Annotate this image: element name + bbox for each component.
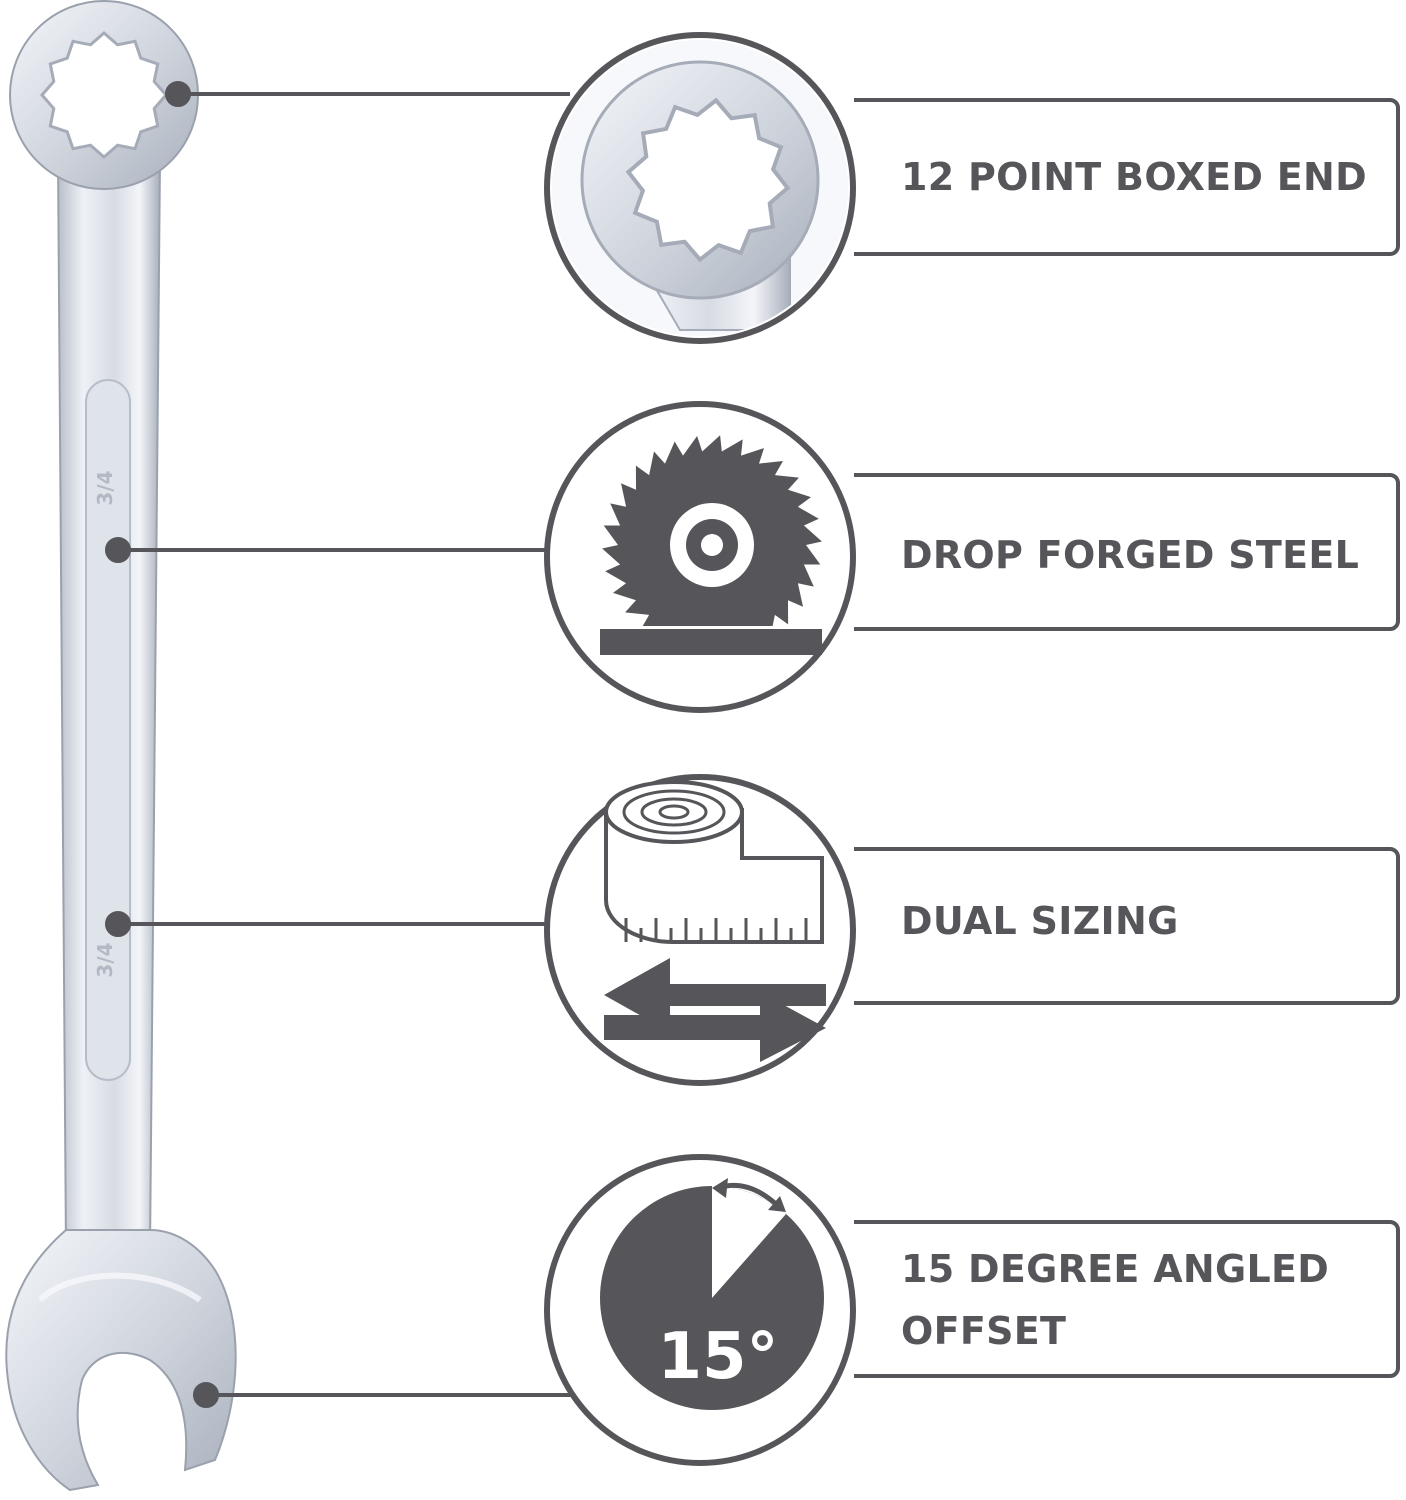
- connector-lines: [105, 81, 590, 1408]
- feature-label-angled-offset: 15 DEGREE ANGLED OFFSET: [901, 1238, 1371, 1362]
- feature-label-dual-sizing: DUAL SIZING: [901, 890, 1371, 952]
- combination-wrench: [5, 0, 237, 1492]
- label-boxes: [854, 98, 1400, 1378]
- feature-label-line: 12 POINT BOXED END: [901, 155, 1368, 199]
- feature-label-line: OFFSET: [901, 1309, 1067, 1353]
- saw-blade-icon: [600, 435, 822, 655]
- wrench-size-marking-bottom: 3/4: [93, 942, 117, 977]
- wrench-size-marking-top: 3/4: [93, 470, 117, 505]
- feature-label-drop-forged: DROP FORGED STEEL: [901, 524, 1371, 586]
- boxed-end-closeup-icon: [552, 40, 848, 336]
- feature-label-boxed-end: 12 POINT BOXED END: [901, 146, 1371, 208]
- angle-icon-text: 15°: [657, 1320, 778, 1394]
- angle-offset-icon: [600, 1178, 824, 1410]
- measuring-tape-arrows-icon: [604, 780, 826, 1062]
- feature-label-line: DROP FORGED STEEL: [901, 533, 1360, 577]
- feature-label-line: DUAL SIZING: [901, 899, 1179, 943]
- feature-label-line: 15 DEGREE ANGLED: [901, 1247, 1330, 1291]
